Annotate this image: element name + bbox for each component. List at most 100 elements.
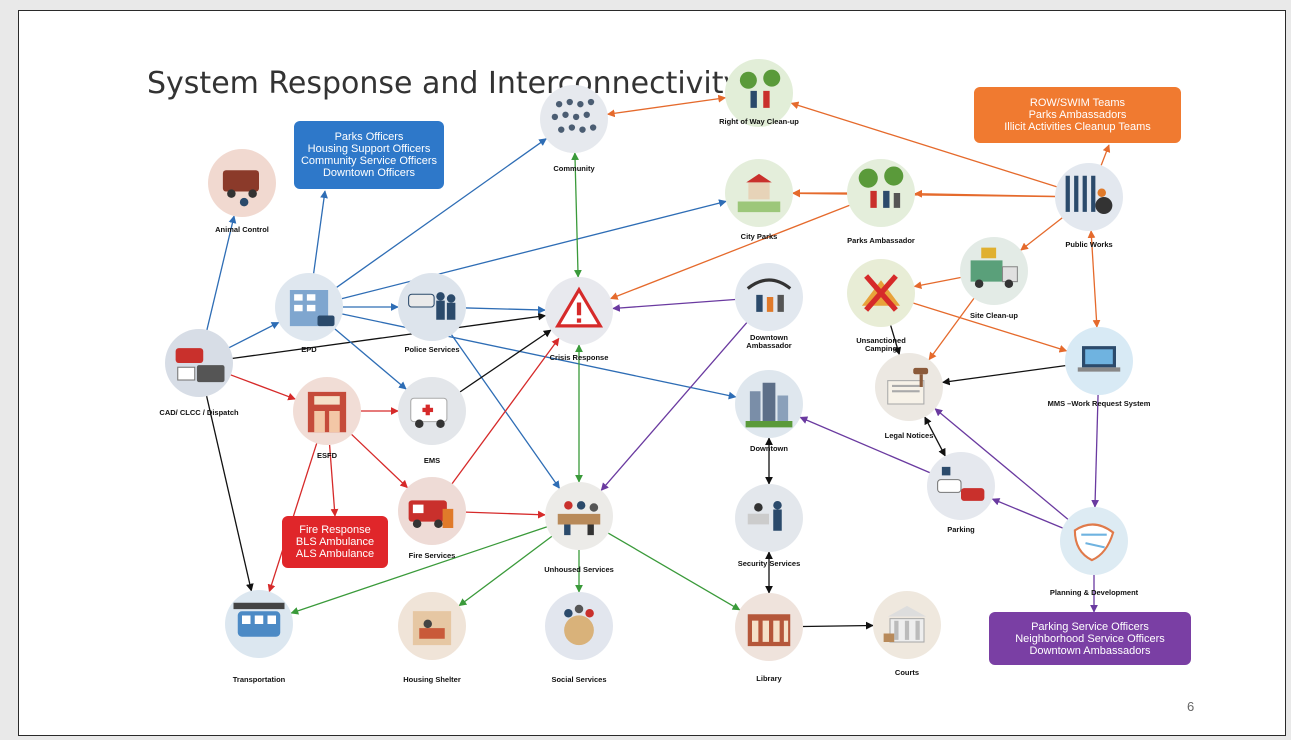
legal-documents-icon (875, 353, 943, 421)
warning-icon (545, 277, 613, 345)
parks-ambassador-icon (847, 159, 915, 227)
connector-police_services-crisis_response (465, 305, 546, 314)
connector-epd-callout_police (313, 190, 328, 274)
node-label-library: Library (756, 674, 782, 683)
callout-line: ALS Ambulance (295, 548, 375, 560)
connector-mms-planning (1091, 394, 1100, 508)
connector-epd-community (336, 138, 547, 288)
callout-police: Parks Officers Housing Support Officers … (294, 121, 444, 189)
unhoused-services-icon (545, 482, 613, 550)
callout-line: Community Service Officers (300, 155, 438, 167)
connector-unhoused_services-transportation (290, 526, 547, 615)
node-label-site-cleanup: Site Clean-up (970, 311, 1018, 320)
connector-public_works-site_cleanup (1020, 217, 1063, 251)
police-building-icon (275, 273, 343, 341)
node-label-downtown-ambassador: Downtown Ambassador (746, 333, 792, 350)
node-label-right-of-way: Right of Way Clean-up (719, 117, 799, 126)
connector-site_cleanup-legal_notices (928, 298, 975, 361)
no-camping-icon (847, 259, 915, 327)
connector-cad-animal_control (206, 215, 237, 331)
callout-line: Parks Officers (334, 131, 404, 143)
node-label-social-services: Social Services (551, 675, 607, 684)
park-icon (725, 159, 793, 227)
connector-cad-esfd (230, 374, 296, 401)
connector-unsanctioned_camping-legal_notices (890, 325, 902, 356)
connector-parks_ambassador-crisis_response (609, 204, 850, 300)
connector-public_works-right_of_way (790, 101, 1057, 188)
node-label-legal-notices: Legal Notices (884, 431, 934, 440)
node-label-planning: Planning & Development (1049, 588, 1139, 597)
callout-line: Parking Service Officers (1031, 620, 1149, 633)
callout-line: Illicit Activities Cleanup Teams (1004, 121, 1151, 133)
page-number: 6 (1187, 699, 1195, 714)
parking-cars-icon (927, 452, 995, 520)
fire-truck-icon (398, 477, 466, 545)
connector-parking-downtown (799, 416, 930, 474)
node-label-parks-ambassador: Parks Ambassador (847, 236, 915, 245)
dispatch-vehicles-icon (165, 329, 233, 397)
node-label-crisis-response: Crisis Response (549, 353, 609, 362)
connector-site_cleanup-unsanctioned_camping (913, 276, 961, 289)
callout-planning: Parking Service Officers Neighborhood Se… (989, 612, 1191, 665)
node-label-police-services: Police Services (404, 345, 460, 354)
connector-ems-crisis_response (459, 329, 552, 393)
node-label-fire-services: Fire Services (408, 551, 456, 560)
node-label-public-works: Public Works (1065, 240, 1113, 249)
connector-planning-parking (991, 498, 1063, 529)
connector-unhoused_services-library (608, 532, 741, 611)
laptop-icon (1065, 327, 1133, 395)
garbage-truck-icon (960, 237, 1028, 305)
shelter-icon (398, 592, 466, 660)
connector-downtown_ambassador-unhoused_services (600, 322, 748, 491)
courthouse-icon (873, 591, 941, 659)
callout-line: BLS Ambulance (295, 536, 375, 548)
connector-public_works-callout_public_works (1100, 144, 1111, 166)
connector-downtown_ambassador-crisis_response (612, 298, 736, 312)
node-label-community: Community (553, 164, 595, 173)
connector-community-crisis_response (571, 152, 582, 278)
police-officers-icon (398, 273, 466, 341)
callout-line: Housing Support Officers (307, 143, 431, 155)
ambulance-icon (398, 377, 466, 445)
connector-unsanctioned_camping-mms (913, 302, 1068, 353)
connector-public_works-city_parks (792, 189, 1056, 198)
callout-line: Fire Response (299, 524, 371, 536)
node-label-city-parks: City Parks (740, 232, 778, 241)
callout-line: Downtown Ambassadors (1029, 644, 1151, 657)
callout-line: Parks Ambassadors (1028, 109, 1127, 121)
connector-epd-ems (334, 328, 407, 390)
node-label-ems: EMS (423, 456, 441, 465)
fire-station-icon (293, 377, 361, 445)
slide-title: System Response and Interconnectivity (147, 66, 742, 101)
connector-esfd-fire_services (351, 433, 408, 489)
callout-fire: Fire Response BLS Ambulance ALS Ambulanc… (282, 516, 388, 568)
node-label-unhoused-services: Unhoused Services (544, 565, 614, 574)
node-label-parking: Parking (947, 525, 975, 534)
public-works-icon (1055, 163, 1123, 231)
social-services-icon (545, 592, 613, 660)
node-label-housing-shelter: Housing Shelter (403, 675, 461, 684)
cleanup-crew-icon (725, 59, 793, 127)
city-map-icon (1060, 507, 1128, 575)
animal-control-icon (208, 149, 276, 217)
connector-fire_services-unhoused_services (465, 510, 546, 519)
connector-cad-crisis_response (232, 312, 547, 360)
connector-mms-legal_notices (941, 364, 1066, 386)
node-label-downtown: Downtown (750, 444, 788, 453)
callout-line: Downtown Officers (322, 167, 416, 179)
node-label-unsanctioned-camping: Unsanctioned Camping (856, 336, 906, 353)
library-building-icon (735, 593, 803, 661)
node-label-transportation: Transportation (232, 675, 286, 684)
ambassador-icon (735, 263, 803, 331)
callout-line: ROW/SWIM Teams (1029, 97, 1126, 109)
connector-unhoused_services-housing_shelter (458, 535, 553, 607)
connector-library-courts (802, 621, 874, 630)
bus-icon (225, 590, 293, 658)
connector-planning-legal_notices (934, 408, 1069, 520)
node-label-cad: CAD/ CLCC / Dispatch (159, 408, 239, 417)
connector-legal_notices-parking (924, 416, 946, 457)
crowd-icon (540, 85, 608, 153)
node-label-animal-control: Animal Control (215, 225, 269, 234)
node-label-epd: EPD (301, 345, 317, 354)
connector-epd-city_parks (341, 199, 727, 300)
